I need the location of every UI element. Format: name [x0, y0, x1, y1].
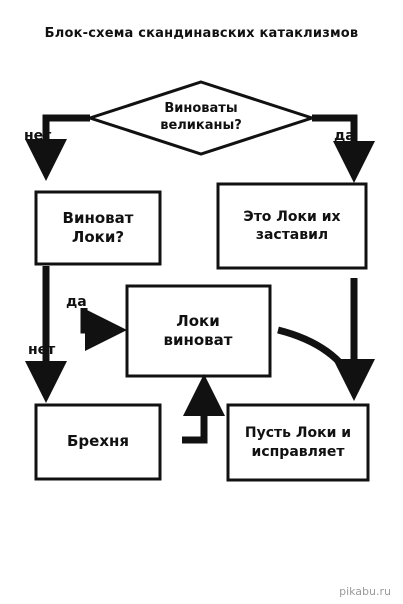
arrow-fix-to-guilty: [182, 374, 225, 444]
arrow-loki-yes: [80, 308, 127, 351]
node-loki-fix: Пусть Локи и исправляет: [244, 425, 352, 460]
edge-label-no: нет: [24, 128, 52, 144]
node-loki-question: Виноват Локи?: [62, 208, 134, 247]
arrow-giants-no: [25, 114, 90, 181]
node-loki-made-them: Это Локи их заставил: [243, 208, 341, 243]
watermark: pikabu.ru: [339, 585, 391, 598]
box-loki-made-them: [216, 182, 368, 270]
arrow-giants-yes: [312, 114, 375, 183]
box-nonsense: [34, 403, 162, 481]
edge-label-no: нет: [28, 342, 56, 358]
arrow-guilty-to-fix: [277, 326, 356, 384]
decision-diamond: [85, 80, 317, 156]
box-loki-question: [34, 190, 162, 266]
edge-label-yes: да: [66, 294, 87, 310]
node-loki-guilty: Локи виноват: [163, 311, 233, 350]
edge-label-yes: да: [334, 128, 355, 144]
diagram-title: Блок-схема скандинавских катаклизмов: [44, 26, 359, 41]
node-nonsense: Брехня: [66, 432, 129, 451]
box-loki-guilty: [125, 284, 272, 378]
box-loki-fix: [226, 403, 370, 482]
node-giants-question: Виноваты великаны?: [160, 101, 242, 133]
